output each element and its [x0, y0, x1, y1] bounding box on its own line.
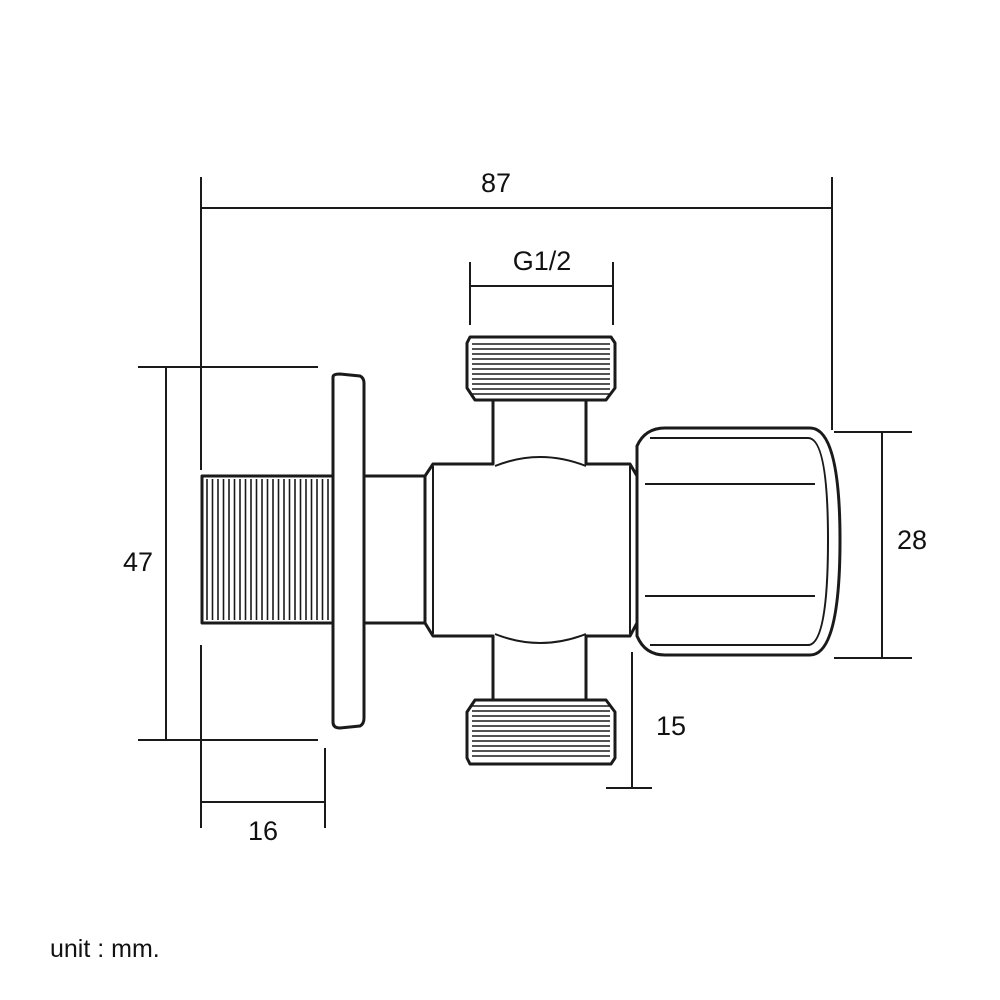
lower-outlet-nut	[465, 698, 617, 766]
handle-cap	[635, 426, 842, 657]
dim-label-87: 87	[481, 168, 511, 198]
valve-body	[200, 335, 842, 766]
dim-label-15: 15	[656, 711, 686, 741]
handle-cap-inner	[650, 437, 829, 646]
body-neck	[362, 474, 427, 625]
lower-nut-thread-lines	[472, 705, 610, 757]
dim-label-16: 16	[248, 816, 278, 846]
central-body	[423, 398, 639, 702]
lower-arc	[494, 633, 587, 644]
unit-note: unit : mm.	[50, 935, 160, 963]
dimension-lines	[138, 177, 912, 828]
dim-label-g12: G1/2	[513, 246, 572, 276]
dim-label-47: 47	[123, 547, 153, 577]
dim-label-28: 28	[897, 525, 927, 555]
wall-flange	[331, 372, 366, 730]
upper-nut-thread-lines	[472, 343, 610, 395]
upper-arc	[494, 456, 587, 467]
inlet-thread-lines	[206, 479, 329, 620]
